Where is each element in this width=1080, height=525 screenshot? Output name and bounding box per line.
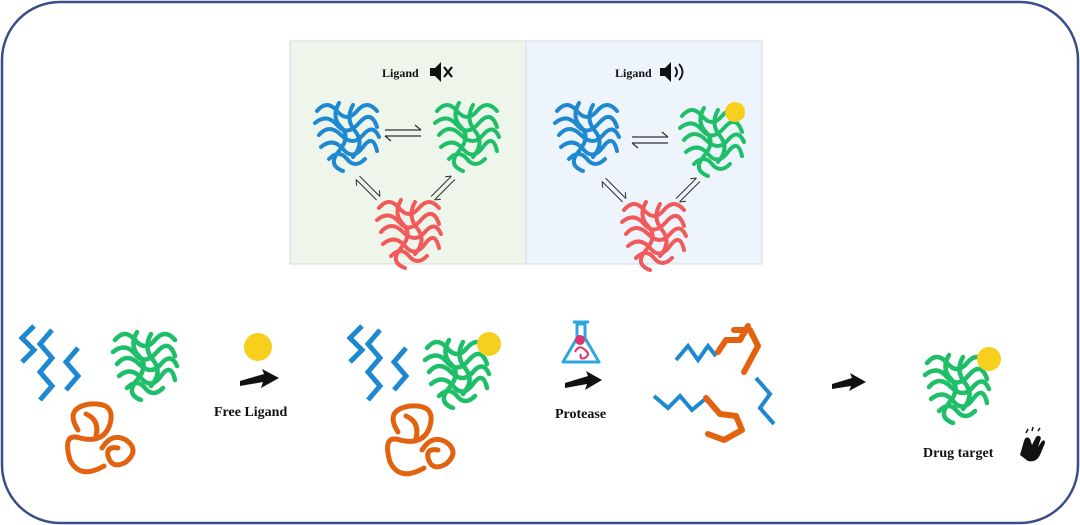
- digested-fragments: [652, 323, 776, 443]
- orange-protein-initial: [65, 401, 136, 475]
- free-ligand-icon: [244, 333, 272, 361]
- speaker-muted-icon: [430, 62, 453, 82]
- panel-no-ligand: Ligand: [289, 40, 527, 270]
- blue-fragment-1: [674, 342, 718, 364]
- proteome-mixture-with-ligand: [346, 324, 501, 477]
- arrow-step-2: [565, 371, 602, 390]
- panel-right-label: Ligand: [615, 66, 652, 80]
- blue-fragment-3: [754, 376, 776, 426]
- speaker-sound-icon: [660, 62, 684, 82]
- orange-fragment-2: [703, 395, 745, 443]
- ligand-bound-top: [725, 102, 745, 122]
- clapping-hands-icon: [1020, 426, 1045, 462]
- protease-label: Protease: [555, 407, 606, 422]
- ligand-on-target: [977, 347, 1001, 371]
- step-protease: Protease: [555, 320, 606, 422]
- panel-with-ligand: Ligand: [525, 40, 763, 272]
- result-drug-target: Drug target: [923, 347, 1045, 462]
- blue-fragment-2: [652, 393, 706, 413]
- arrow-step-1: [240, 369, 279, 388]
- orange-fragment-1: [715, 323, 761, 375]
- drug-target-label: Drug target: [923, 446, 994, 461]
- arrow-step-3: [832, 373, 866, 391]
- orange-protein-2: [385, 403, 456, 477]
- ligand-bound-bottom: [477, 332, 501, 356]
- blue-zigzag-protein-2: [346, 324, 410, 402]
- free-ligand-label: Free Ligand: [214, 405, 287, 420]
- panel-left-label: Ligand: [382, 66, 419, 80]
- blue-zigzag-protein: [18, 324, 82, 402]
- step-free-ligand: Free Ligand: [214, 333, 287, 420]
- protease-flask-icon: [561, 320, 601, 364]
- proteome-mixture-initial: [18, 324, 177, 475]
